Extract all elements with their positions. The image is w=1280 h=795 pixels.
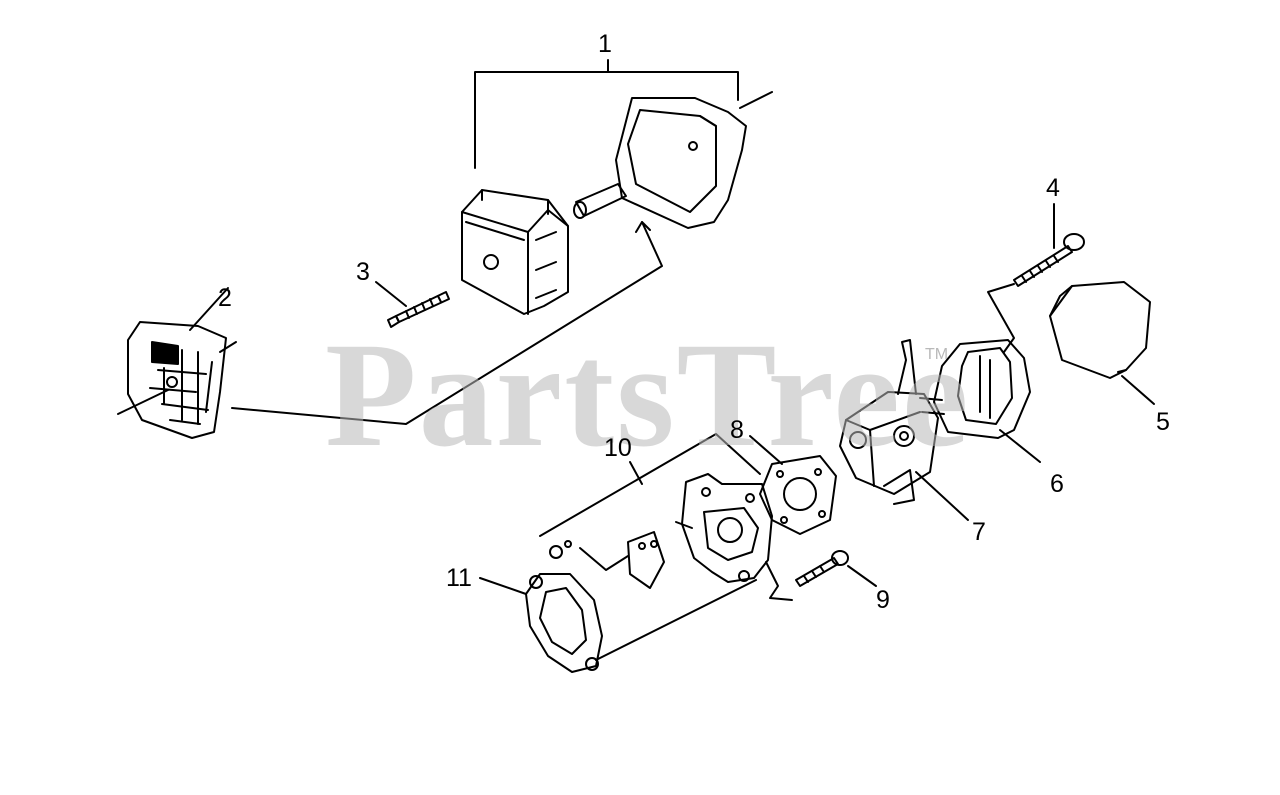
carburetor-7	[839, 339, 969, 521]
callout-1: 1	[598, 30, 612, 58]
callout-3: 3	[356, 258, 370, 286]
callout-7: 7	[972, 518, 986, 546]
muffler-tube	[573, 183, 627, 219]
insulator-10	[539, 433, 773, 589]
muffler-housing	[461, 189, 569, 315]
watermark-trademark: TM	[925, 346, 949, 363]
gasket-11	[479, 573, 757, 673]
callout-11: 11	[446, 564, 472, 592]
bolt-9	[765, 550, 877, 601]
bolt-3	[375, 281, 450, 328]
callout-9: 9	[876, 586, 890, 614]
callout-10: 10	[604, 434, 632, 462]
muffler-shield	[615, 91, 773, 229]
screw-4	[987, 203, 1085, 353]
leader-2-path	[231, 221, 663, 425]
gasket-2	[117, 287, 237, 439]
air-filter-body-6	[933, 339, 1041, 463]
callout-5: 5	[1156, 408, 1170, 436]
bracket-1	[474, 71, 739, 169]
watermark: PartsTree	[325, 312, 971, 478]
callout-4: 4	[1046, 174, 1060, 202]
callout-8: 8	[730, 416, 744, 444]
callout-6: 6	[1050, 470, 1064, 498]
callout-2: 2	[218, 284, 232, 312]
gasket-8	[749, 435, 837, 535]
air-filter-cover-5	[1049, 281, 1155, 405]
